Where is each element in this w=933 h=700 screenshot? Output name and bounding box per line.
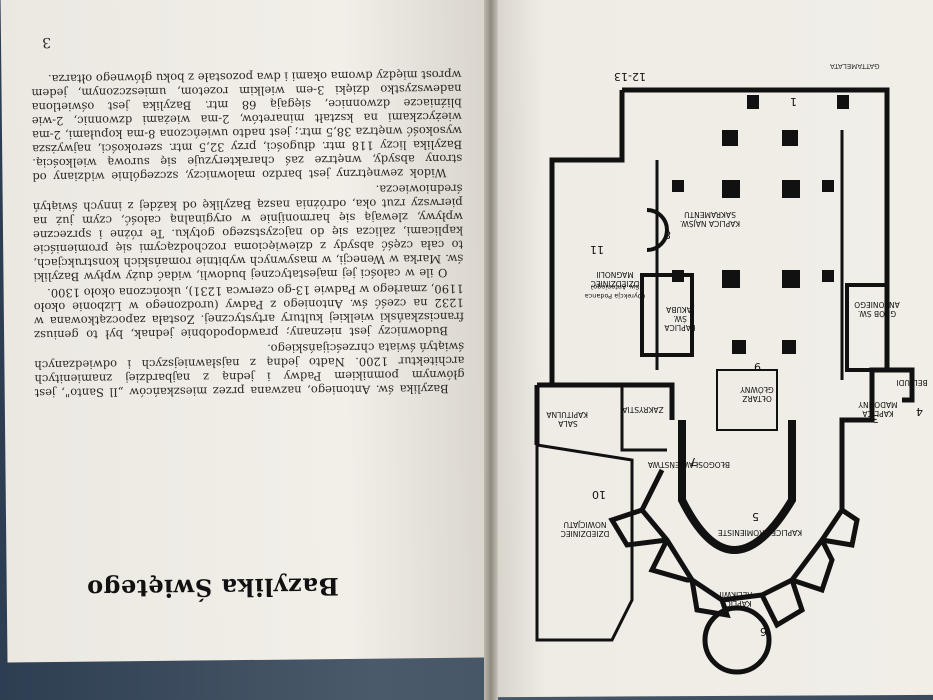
relic-chapel-wall (702, 605, 772, 675)
plan-number: 5 (752, 510, 759, 523)
apse-wall (678, 420, 796, 554)
label-sacrament-chapel: KAPLICA NAJŚW. SAKRAMENTU (679, 210, 741, 228)
plan-number: 3 (872, 412, 879, 425)
plan-number: 11 (590, 243, 604, 256)
plan-credit: GATTAMELATA (830, 62, 880, 70)
plan-number: 8 (664, 228, 671, 241)
book-gutter (484, 0, 498, 700)
left-page: 3 Bazylika św. Antoniego, nazwana przez … (0, 0, 494, 663)
outer-wall-west (537, 90, 625, 388)
page-number: 3 (42, 34, 52, 51)
label-sacristy: ZAKRYSTIA (622, 405, 664, 414)
plan-number: 10 (592, 488, 606, 501)
paragraph: Widok zewnętrzny jest bardzo malowniczy,… (31, 67, 463, 185)
paragraph: O ile w całości jej majestatycznej budow… (32, 181, 464, 285)
plan-number: 1 (790, 95, 797, 108)
chapel-jakub-wall (640, 273, 694, 357)
label-belludi: BELLUDI (896, 378, 928, 387)
plan-number: 9 (754, 360, 761, 373)
plan-number: 4 (916, 405, 923, 418)
label-relic-chapel: KAPLICA RELIKWII (719, 590, 753, 608)
plan-number: 7 (690, 455, 697, 468)
label-chapter-hall: SALA KAPITULNA (546, 410, 588, 428)
basilica-floor-plan (534, 87, 915, 675)
body-text: Bazylika św. Antoniego, nazwana przez mi… (31, 66, 464, 400)
label-radiating-chapels: KAPLICE PROMIENISTE (717, 528, 803, 537)
label-courtyard-note: (Dyrekcja Podanca Sw. Antoniego) (584, 283, 646, 300)
plan-number: 6 (760, 625, 767, 638)
left-page-content: 3 Bazylika św. Antoniego, nazwana przez … (1, 0, 494, 663)
plan-number: 12-13 (614, 70, 646, 83)
tomb-chapel-wall (845, 283, 889, 372)
label-st-jakub-chapel: KAPLICA ŚW. JAKUBA (664, 305, 696, 332)
paragraph: Budowniczy jest nieznany; prawdopodobnie… (33, 281, 464, 343)
page-title: Bazylika Świętego (86, 572, 339, 604)
label-tomb: GRÓB ŚW. ANTONIEGO (854, 300, 900, 318)
label-main-altar: OŁTARZ GŁÓWNY (740, 385, 774, 403)
label-novitiate-courtyard: DZIEDZINIEC NOWICJATU (560, 520, 610, 538)
paragraph: Bazylika św. Antoniego, nazwana przez mi… (34, 339, 465, 401)
